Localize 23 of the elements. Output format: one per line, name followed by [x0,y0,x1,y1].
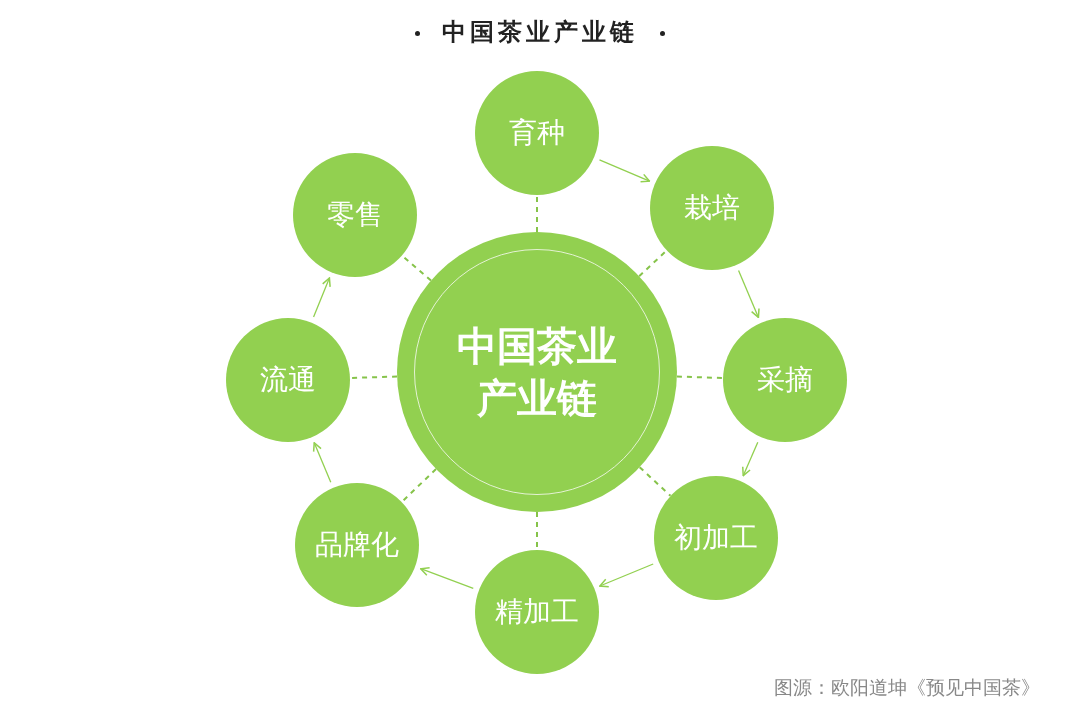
connector-line [638,466,672,497]
center-label: 中国茶业产业链 [456,322,618,423]
arrow [599,563,654,588]
arrow [420,567,474,589]
stage-label: 初加工 [674,519,758,556]
stage-label: 精加工 [495,593,579,630]
arrow [598,159,651,183]
arrow [742,441,759,477]
source-note: 图源：欧阳道坤《预见中国茶》 [774,675,1040,700]
stage-label: 零售 [327,196,383,233]
connector-line [536,194,538,233]
stage-label: 品牌化 [315,526,399,563]
connector-line [400,468,438,504]
connector-line [675,375,725,379]
arrow [312,277,331,318]
arrow [312,442,332,483]
stage-label: 流通 [260,361,316,398]
arrow [737,269,760,319]
stage-label: 栽培 [684,189,740,226]
connector-line [638,249,668,278]
title: 中国茶业产业链 [442,17,638,48]
stage-label: 采摘 [757,361,813,398]
stage-label: 育种 [509,114,565,151]
